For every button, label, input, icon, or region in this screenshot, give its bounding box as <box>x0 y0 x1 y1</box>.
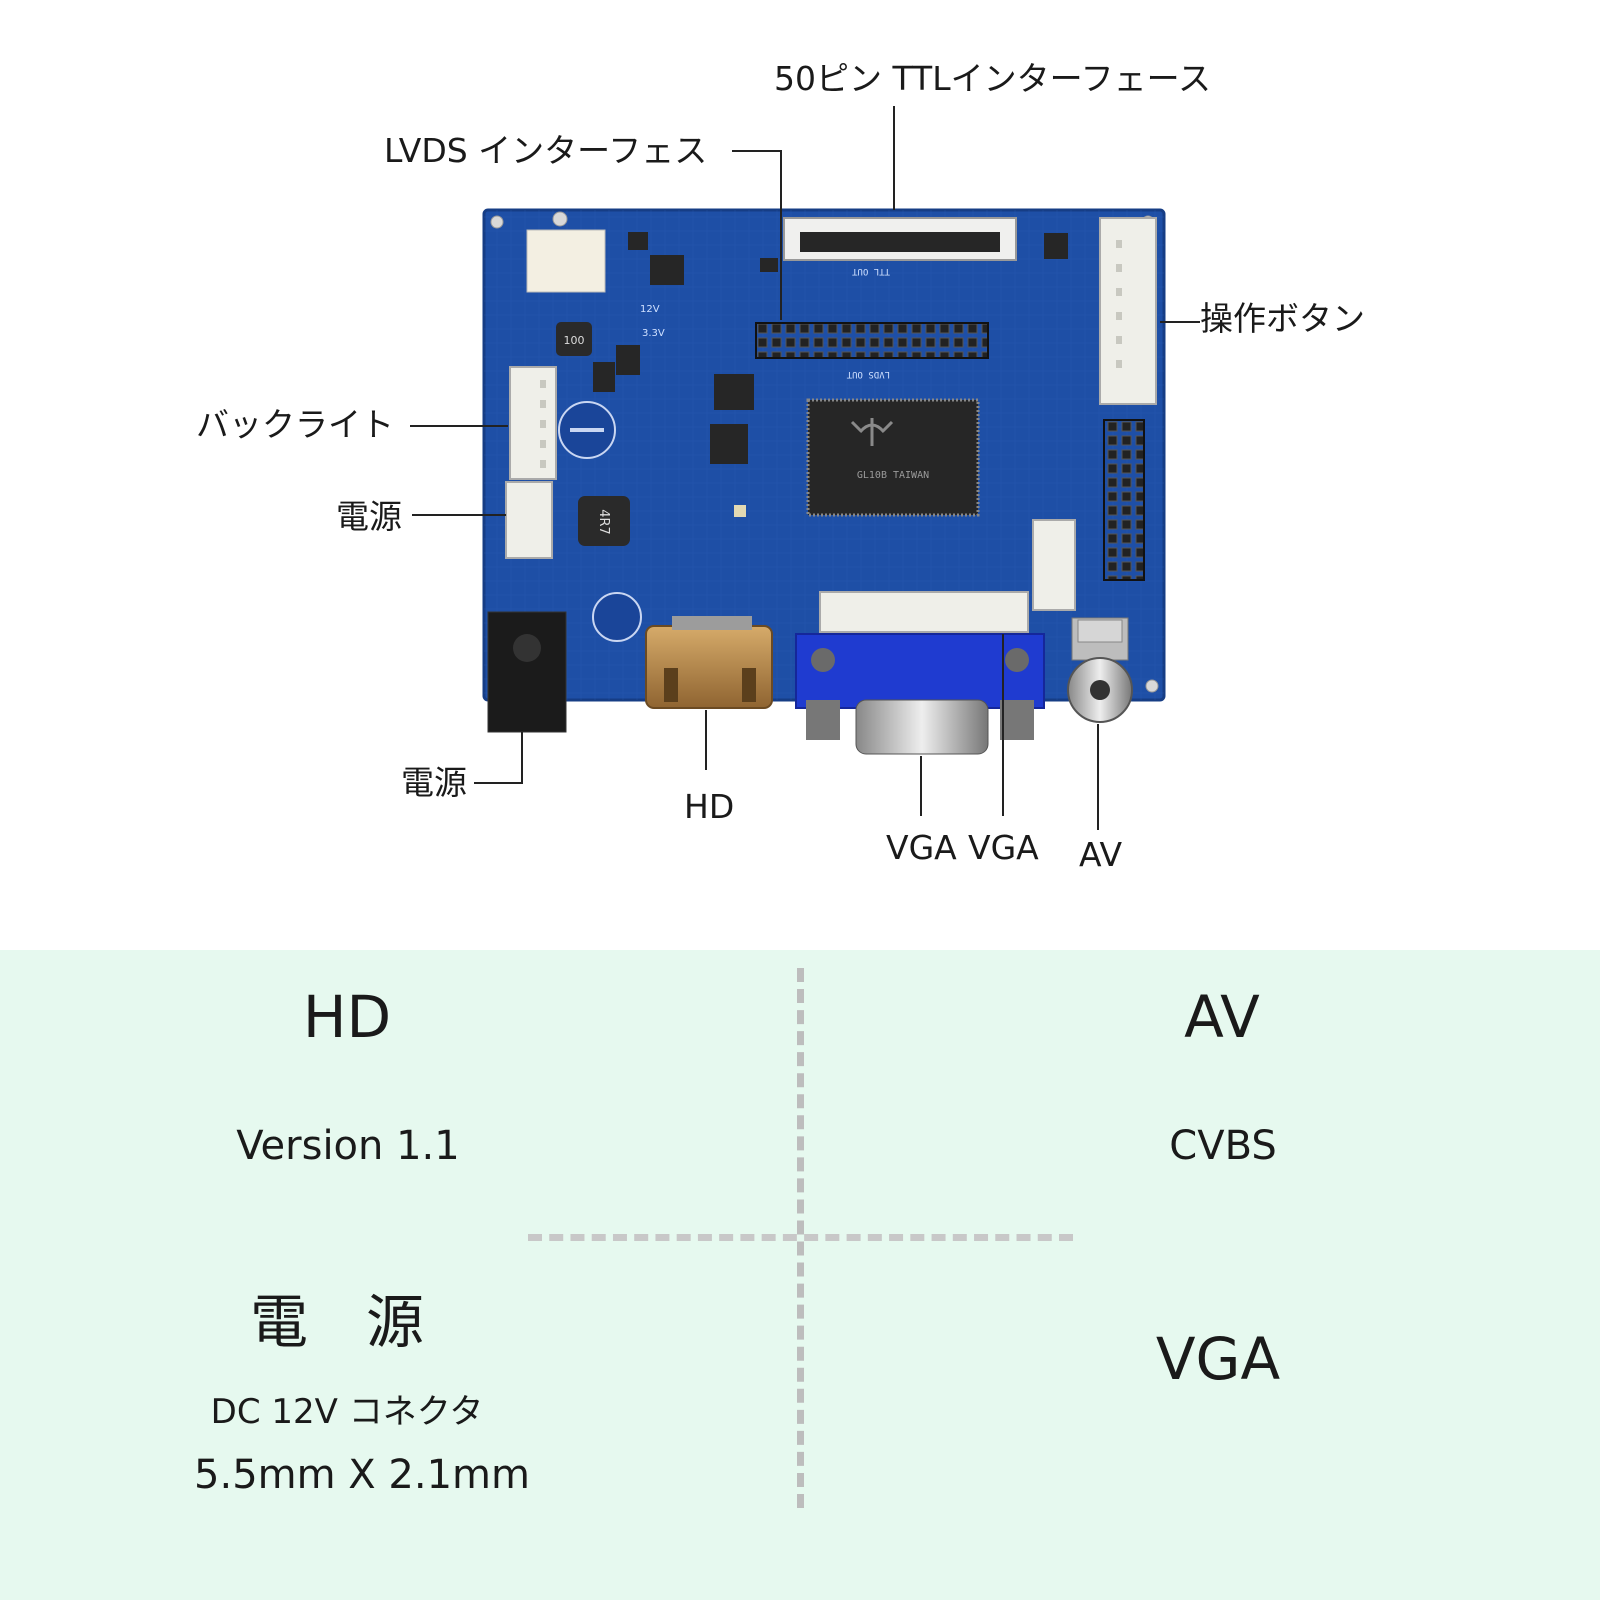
capacitor-2 <box>592 592 642 642</box>
spec-power-title: 電 源 <box>249 1288 425 1356</box>
board-diagram: TTL OUT LVDS OUT GL10B TAIWAN 100 4R7 12… <box>196 59 1365 874</box>
horizontal-divider <box>528 1234 1073 1241</box>
callout-av: AV <box>1079 835 1123 874</box>
callout-lvds: LVDS インターフェス <box>384 131 708 170</box>
chip-logo <box>850 418 894 446</box>
spec-power-detail-1: DC 12V コネクタ <box>210 1392 484 1432</box>
callout-ttl: 50ピン TTLインターフェース <box>774 59 1211 98</box>
lvds-pin-header <box>755 322 989 359</box>
main-chip <box>806 398 980 517</box>
power-connector <box>505 481 553 559</box>
spec-hd-title: HD <box>302 983 392 1051</box>
white-component <box>526 229 606 293</box>
lvds-out-silkscreen: LVDS OUT <box>846 369 890 379</box>
callout-power-header: 電源 <box>336 497 402 536</box>
callout-power-jack: 電源 <box>401 763 467 802</box>
inductor-4r7 <box>578 496 630 546</box>
vga-port <box>795 633 1045 709</box>
av-connector <box>1032 519 1076 611</box>
silkscreen-33v: 3.3V <box>642 328 665 339</box>
inductor-100-label: 100 <box>564 334 585 347</box>
inductor-100 <box>556 322 592 356</box>
spec-av-title: AV <box>1184 983 1260 1051</box>
connector-pins <box>540 240 1122 468</box>
button-connector <box>1099 217 1157 405</box>
right-pin-header <box>1103 419 1145 581</box>
backlight-connector <box>509 366 557 480</box>
callout-vga-2: VGA <box>968 828 1039 867</box>
callout-vga-1: VGA <box>886 828 957 867</box>
spec-panel: HD Version 1.1 AV CVBS 電 源 DC 12V コネクタ 5… <box>0 950 1600 1600</box>
dc-jack <box>487 611 567 733</box>
spec-power-detail-2: 5.5mm X 2.1mm <box>194 1452 530 1498</box>
callout-hd: HD <box>684 787 735 826</box>
board-illustration: TTL OUT LVDS OUT GL10B TAIWAN 100 4R7 12… <box>410 106 1200 830</box>
small-ics <box>593 232 1068 464</box>
spec-hd-detail: Version 1.1 <box>236 1123 460 1169</box>
ttl-out-silkscreen: TTL OUT <box>851 266 890 276</box>
callout-buttons: 操作ボタン <box>1200 299 1365 338</box>
callout-backlight: バックライト <box>196 405 394 444</box>
vga-header <box>819 591 1029 633</box>
inductor-4r7-label: 4R7 <box>596 509 611 535</box>
spec-av-detail: CVBS <box>1169 1123 1277 1169</box>
silkscreen-12v: 12V <box>640 304 660 315</box>
chip-silkscreen: GL10B TAIWAN <box>857 470 929 481</box>
leader-lines <box>410 106 1200 830</box>
spec-vga-title: VGA <box>1155 1325 1281 1393</box>
